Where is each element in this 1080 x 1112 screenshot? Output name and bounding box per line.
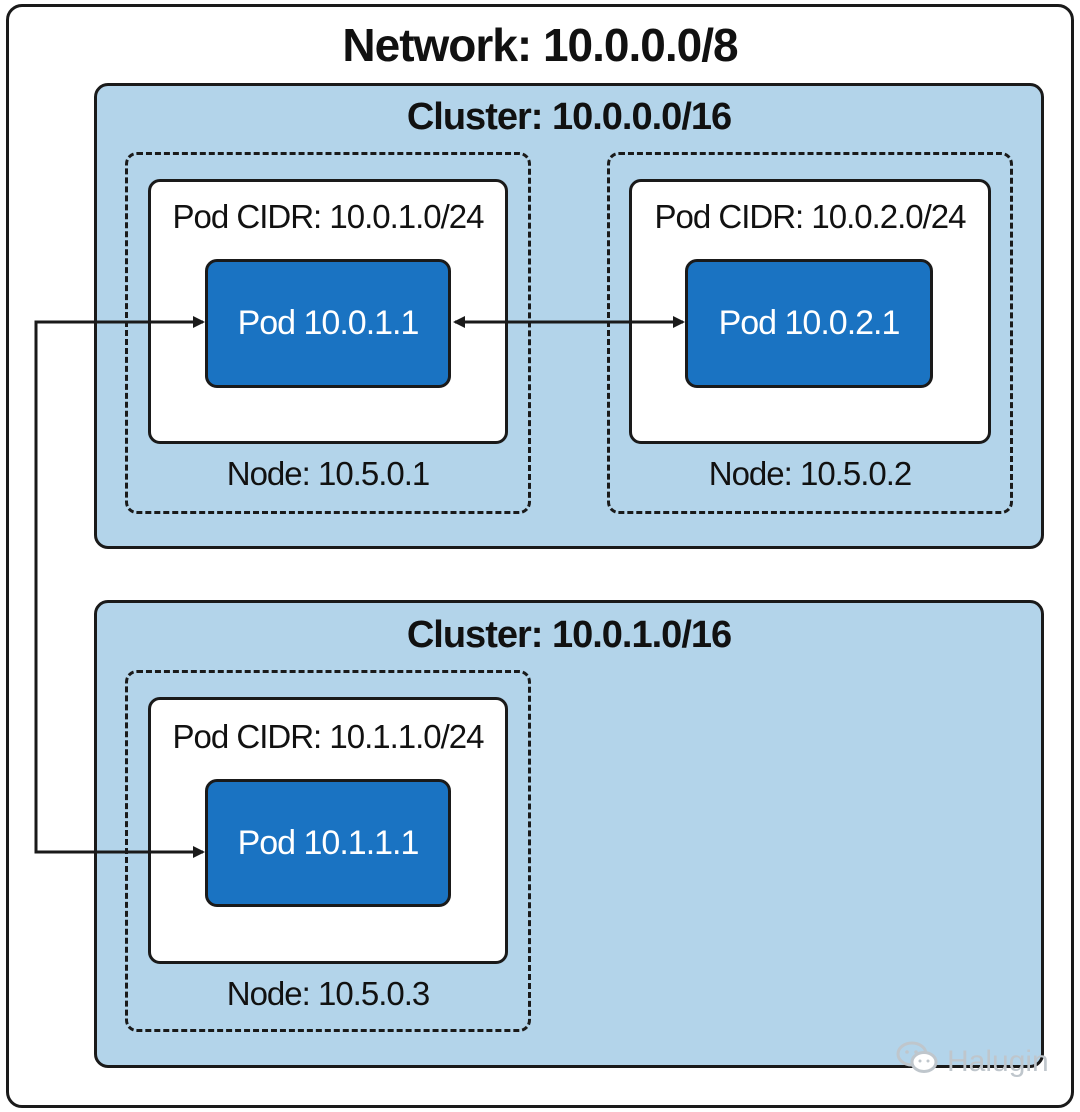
pod-cidr-label-2: Pod CIDR: 10.0.2.0/24 [654,198,966,235]
pod-cidr-label-1: Pod CIDR: 10.0.1.0/24 [172,198,484,235]
node-2 [607,152,1013,514]
wechat-icon [895,1040,939,1084]
pod-10-1-1-1: Pod 10.1.1.1 [205,779,451,907]
node-label-1: Node: 10.5.0.1 [226,455,431,492]
cluster-1-title: Cluster: 10.0.0.0/16 [406,96,732,138]
node-label-2: Node: 10.5.0.2 [708,455,913,492]
watermark: Halugin [895,1040,1049,1084]
watermark-text: Halugin [947,1045,1049,1078]
pod-10-0-2-1: Pod 10.0.2.1 [685,259,933,388]
node-1 [125,152,531,514]
node-label-3: Node: 10.5.0.3 [226,975,431,1012]
pod-10-0-1-1: Pod 10.0.1.1 [205,259,451,388]
cluster-2-title: Cluster: 10.0.1.0/16 [406,614,732,656]
network-title: Network: 10.0.0.0/8 [342,19,738,71]
pod-cidr-label-3: Pod CIDR: 10.1.1.0/24 [172,718,484,755]
